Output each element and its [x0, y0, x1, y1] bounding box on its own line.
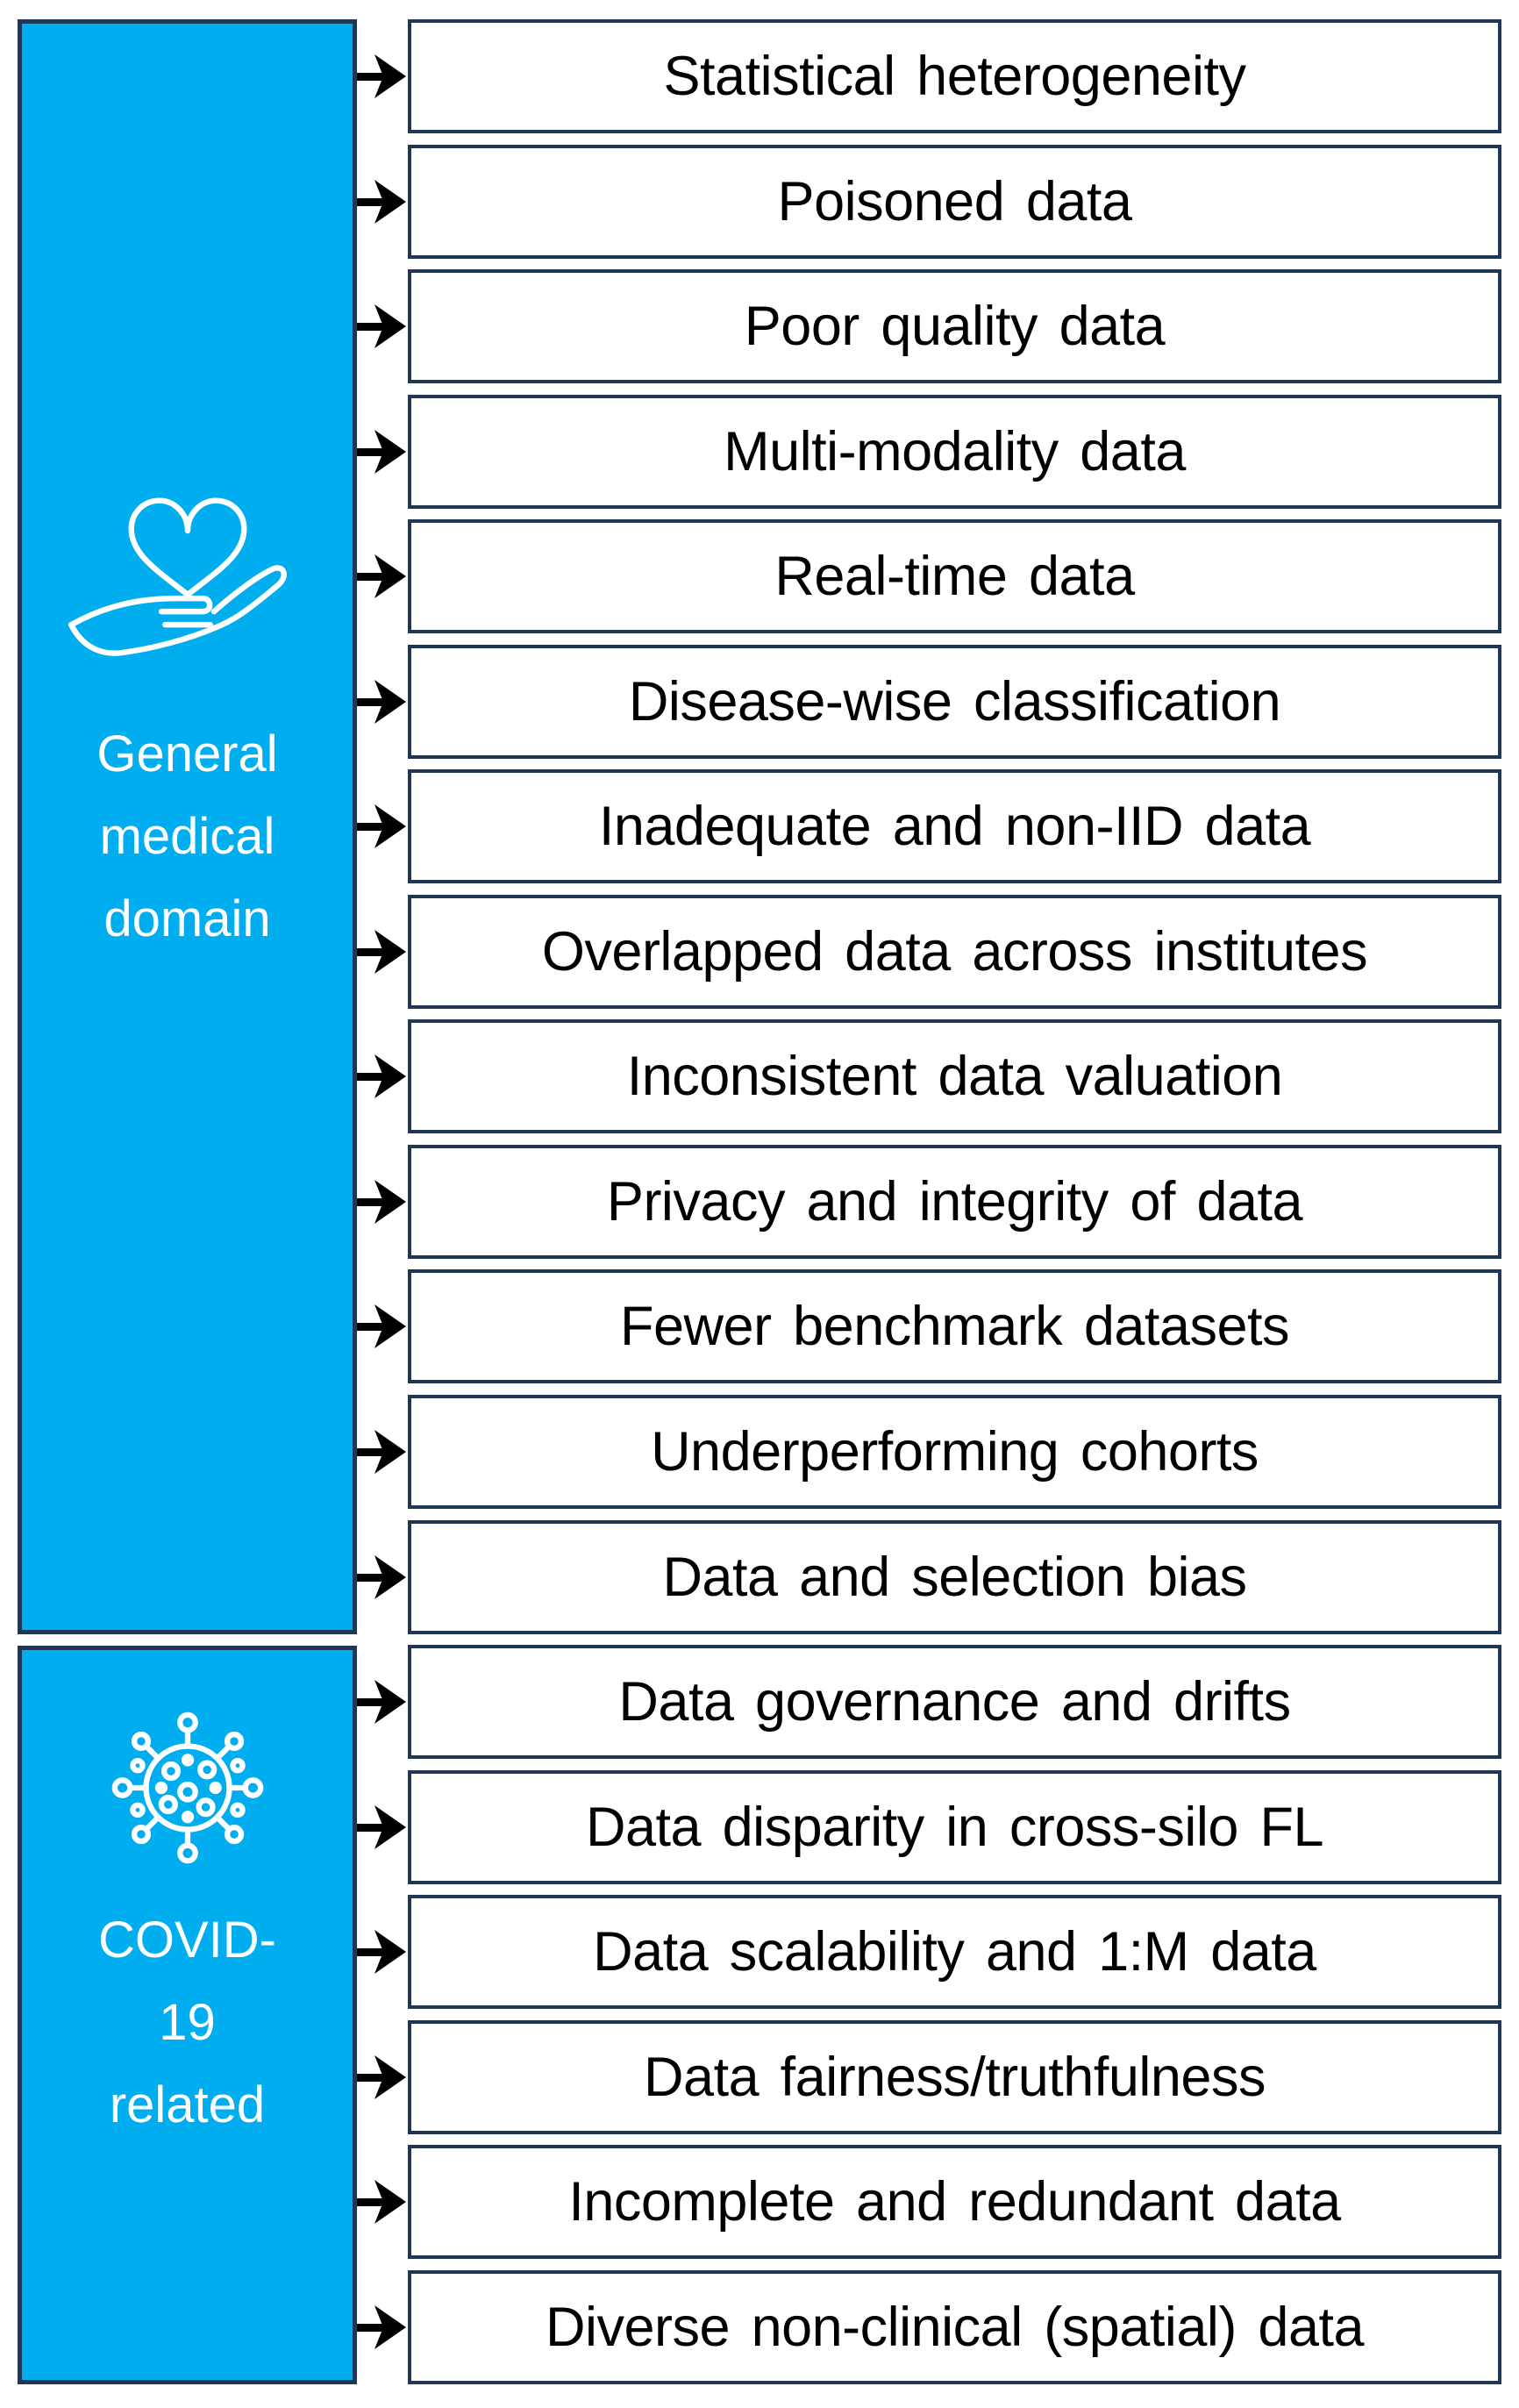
challenge-box: Data governance and drifts: [408, 1645, 1501, 1760]
group-covid19: COVID- 19 related: [18, 1646, 357, 2384]
challenge-box: Data fairness/truthfulness: [408, 2019, 1501, 2134]
challenge-row: Data and selection bias: [357, 1519, 1501, 1634]
challenge-box: Incomplete and redundant data: [408, 2145, 1501, 2260]
challenge-row: Poor quality data: [357, 269, 1501, 384]
challenge-box: Poor quality data: [408, 269, 1501, 384]
arrow-icon: [357, 929, 406, 974]
challenge-row: Data governance and drifts: [357, 1645, 1501, 1760]
challenge-row: Disease-wise classification: [357, 644, 1501, 759]
group-label-line: General: [96, 725, 278, 782]
arrow-icon: [357, 1554, 406, 1599]
arrow-icon: [357, 1304, 406, 1349]
group-label-line: 19: [159, 1993, 216, 2051]
arrow-icon: [357, 554, 406, 599]
challenge-box: Inadequate and non-IID data: [408, 769, 1501, 884]
group-covid19-label: COVID- 19 related: [22, 1899, 353, 2147]
arrow-icon: [357, 1930, 406, 1975]
challenge-label: Privacy and integrity of data: [606, 1170, 1303, 1233]
challenge-box: Data disparity in cross-silo FL: [408, 1769, 1501, 1884]
arrow-icon: [357, 679, 406, 724]
group-general-medical: General medical domain: [18, 19, 357, 1634]
challenge-label: Inconsistent data valuation: [626, 1046, 1283, 1108]
challenge-row: Data disparity in cross-silo FL: [357, 1769, 1501, 1884]
challenge-label: Disease-wise classification: [628, 670, 1281, 732]
arrow-icon: [357, 304, 406, 349]
group-label-line: COVID-: [98, 1911, 276, 1969]
challenge-label: Real-time data: [774, 546, 1135, 608]
group-general-medical-label: General medical domain: [22, 713, 353, 961]
challenge-row: Overlapped data across institutes: [357, 894, 1501, 1009]
challenge-box: Data and selection bias: [408, 1519, 1501, 1634]
challenge-row: Diverse non-clinical (spatial) data: [357, 2269, 1501, 2384]
challenge-row: Multi-modality data: [357, 394, 1501, 509]
challenge-row: Data fairness/truthfulness: [357, 2019, 1501, 2134]
challenge-label: Inadequate and non-IID data: [598, 796, 1311, 858]
challenge-label: Incomplete and redundant data: [568, 2171, 1341, 2233]
challenge-label: Underperforming cohorts: [651, 1421, 1259, 1483]
arrow-icon: [357, 2304, 406, 2349]
challenge-box: Statistical heterogeneity: [408, 19, 1501, 133]
challenge-row: Inconsistent data valuation: [357, 1019, 1501, 1134]
challenge-label: Diverse non-clinical (spatial) data: [545, 2296, 1365, 2358]
challenge-box: Underperforming cohorts: [408, 1395, 1501, 1510]
challenge-label: Poisoned data: [777, 170, 1132, 232]
challenge-box: Poisoned data: [408, 144, 1501, 259]
challenge-row: Data scalability and 1:M data: [357, 1895, 1501, 2010]
arrow-icon: [357, 2054, 406, 2099]
challenge-box: Disease-wise classification: [408, 644, 1501, 759]
challenge-box: Real-time data: [408, 519, 1501, 634]
challenge-list: Statistical heterogeneity Poisoned data …: [357, 19, 1501, 2384]
group-label-line: medical: [99, 807, 275, 865]
challenge-box: Data scalability and 1:M data: [408, 1895, 1501, 2010]
challenge-label: Overlapped data across institutes: [541, 920, 1368, 982]
challenge-box: Multi-modality data: [408, 394, 1501, 509]
challenge-box: Fewer benchmark datasets: [408, 1269, 1501, 1384]
group-label-line: domain: [103, 890, 271, 947]
arrow-icon: [357, 1179, 406, 1224]
arrow-icon: [357, 179, 406, 224]
challenge-row: Underperforming cohorts: [357, 1395, 1501, 1510]
arrow-icon: [357, 1680, 406, 1725]
challenge-box: Diverse non-clinical (spatial) data: [408, 2269, 1501, 2384]
coronavirus-icon: [111, 1711, 263, 1864]
arrow-icon: [357, 1054, 406, 1099]
arrow-icon: [357, 429, 406, 474]
challenge-label: Data fairness/truthfulness: [644, 2046, 1266, 2108]
challenge-row: Inadequate and non-IID data: [357, 769, 1501, 884]
challenge-label: Poor quality data: [744, 296, 1166, 358]
challenge-box: Privacy and integrity of data: [408, 1144, 1501, 1259]
challenge-label: Statistical heterogeneity: [663, 46, 1246, 107]
challenge-row: Incomplete and redundant data: [357, 2145, 1501, 2260]
challenge-row: Poisoned data: [357, 144, 1501, 259]
challenge-label: Fewer benchmark datasets: [620, 1296, 1289, 1358]
challenge-label: Data governance and drifts: [618, 1671, 1291, 1733]
heart-in-hand-icon: [68, 497, 287, 656]
challenge-row: Real-time data: [357, 519, 1501, 634]
arrow-icon: [357, 1430, 406, 1475]
challenge-label: Data and selection bias: [662, 1546, 1247, 1608]
challenge-label: Data disparity in cross-silo FL: [586, 1796, 1324, 1858]
challenge-row: Privacy and integrity of data: [357, 1144, 1501, 1259]
challenge-row: Fewer benchmark datasets: [357, 1269, 1501, 1384]
arrow-icon: [357, 2180, 406, 2225]
arrow-icon: [357, 1804, 406, 1849]
group-label-line: related: [109, 2076, 266, 2133]
challenge-box: Overlapped data across institutes: [408, 894, 1501, 1009]
challenge-label: Multi-modality data: [724, 420, 1186, 482]
arrow-icon: [357, 54, 406, 98]
challenge-box: Inconsistent data valuation: [408, 1019, 1501, 1134]
arrow-icon: [357, 804, 406, 849]
challenge-row: Statistical heterogeneity: [357, 19, 1501, 133]
challenge-label: Data scalability and 1:M data: [593, 1921, 1316, 1983]
